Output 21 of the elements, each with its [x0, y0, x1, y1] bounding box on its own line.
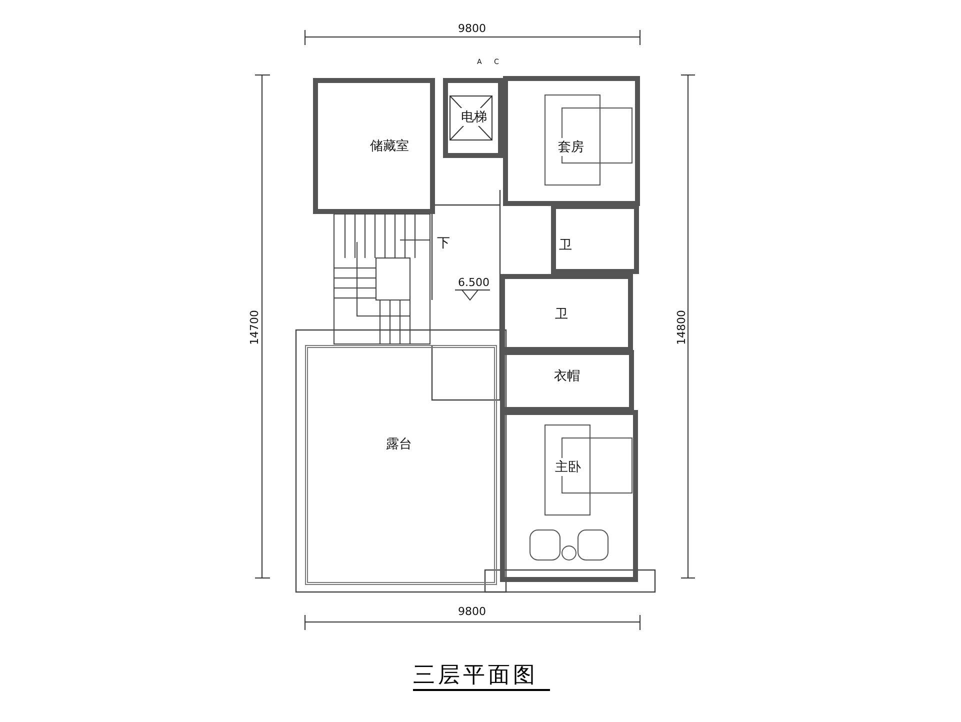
dimension-label: 9800 — [458, 22, 486, 35]
room-outline — [500, 274, 633, 352]
stair-direction-label: 下 — [437, 235, 450, 252]
room-outline — [305, 345, 497, 585]
room-label: 储藏室 — [368, 137, 411, 155]
room-outline — [500, 350, 634, 412]
room-outline — [503, 76, 640, 206]
dimension-label: 9800 — [458, 605, 486, 618]
room-label: 套房 — [556, 138, 586, 156]
room-label: 主卧 — [553, 458, 583, 476]
plan-title: 三层平面图 — [413, 662, 538, 690]
room-label: 衣帽 — [552, 367, 582, 385]
room-label: 露台 — [384, 435, 414, 453]
room-outline — [551, 204, 639, 274]
floor-level-label: 6.500 — [458, 276, 490, 289]
dimension-label: 14800 — [675, 310, 688, 345]
room-label: 电梯 — [459, 108, 489, 126]
room-outline — [500, 410, 638, 582]
room-outline — [443, 78, 503, 158]
dimension-label: 14700 — [248, 310, 261, 345]
room-outline — [313, 78, 435, 214]
